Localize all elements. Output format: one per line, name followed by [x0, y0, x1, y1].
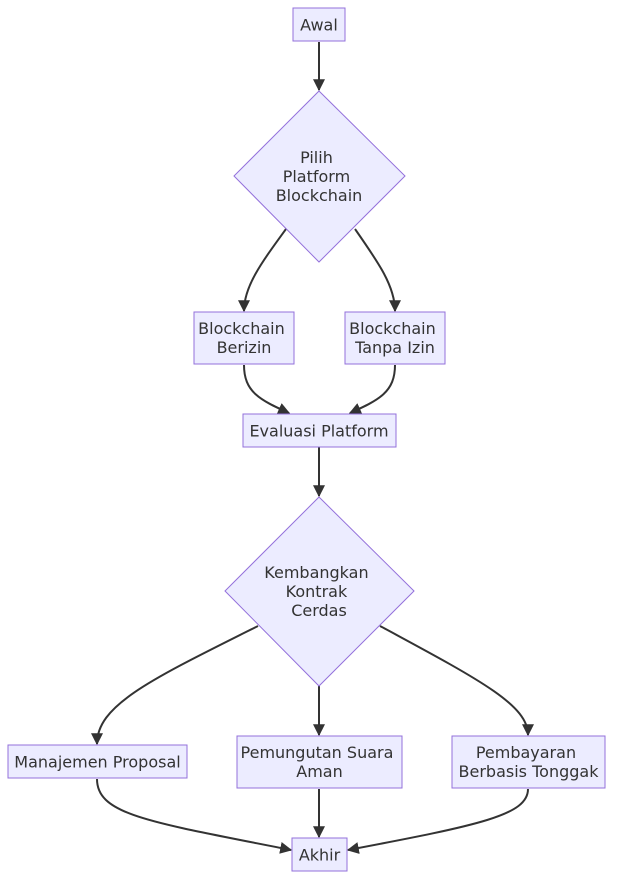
node-manajemen-proposal-label: Manajemen Proposal — [14, 752, 180, 771]
node-akhir-label: Akhir — [299, 845, 341, 864]
node-pilih-platform-label: Pilih Platform Blockchain — [276, 148, 363, 205]
edges — [91, 42, 534, 854]
node-blockchain-berizin: Blockchain Berizin — [193, 311, 295, 365]
node-blockchain-berizin-label: Blockchain Berizin — [198, 319, 290, 357]
node-evaluasi-platform-label: Evaluasi Platform — [249, 421, 388, 440]
node-pemungutan-suara: Pemungutan Suara Aman — [236, 735, 403, 789]
edge-pilih-to-berizin — [238, 228, 287, 313]
node-awal: Awal — [292, 7, 346, 42]
node-kembangkan-kontrak-label: Kembangkan Kontrak Cerdas — [264, 563, 373, 620]
edge-pilih-to-tanpa-izin — [354, 228, 401, 313]
edge-tanpa-izin-to-evaluasi — [348, 364, 396, 415]
edge-kembangkan-to-proposal — [91, 625, 259, 746]
node-kembangkan-kontrak: Kembangkan Kontrak Cerdas — [224, 496, 415, 687]
node-pilih-platform: Pilih Platform Blockchain — [233, 90, 406, 263]
node-pembayaran-tonggak-label: Pembayaran Berbasis Tonggak — [459, 743, 600, 781]
node-blockchain-tanpa-izin-label: Blockchain Tanpa Izin — [349, 319, 441, 357]
edge-proposal-to-akhir — [96, 778, 293, 854]
node-blockchain-tanpa-izin: Blockchain Tanpa Izin — [344, 311, 446, 365]
node-manajemen-proposal: Manajemen Proposal — [7, 744, 188, 779]
node-awal-label: Awal — [300, 15, 338, 34]
edge-berizin-to-evaluasi — [243, 364, 291, 415]
node-evaluasi-platform: Evaluasi Platform — [242, 413, 397, 448]
edge-pembayaran-to-akhir — [346, 788, 529, 854]
node-pemungutan-suara-label: Pemungutan Suara Aman — [241, 743, 399, 781]
edge-kembangkan-to-pembayaran — [379, 625, 534, 737]
node-pembayaran-tonggak: Pembayaran Berbasis Tonggak — [451, 735, 606, 789]
node-akhir: Akhir — [291, 837, 348, 872]
